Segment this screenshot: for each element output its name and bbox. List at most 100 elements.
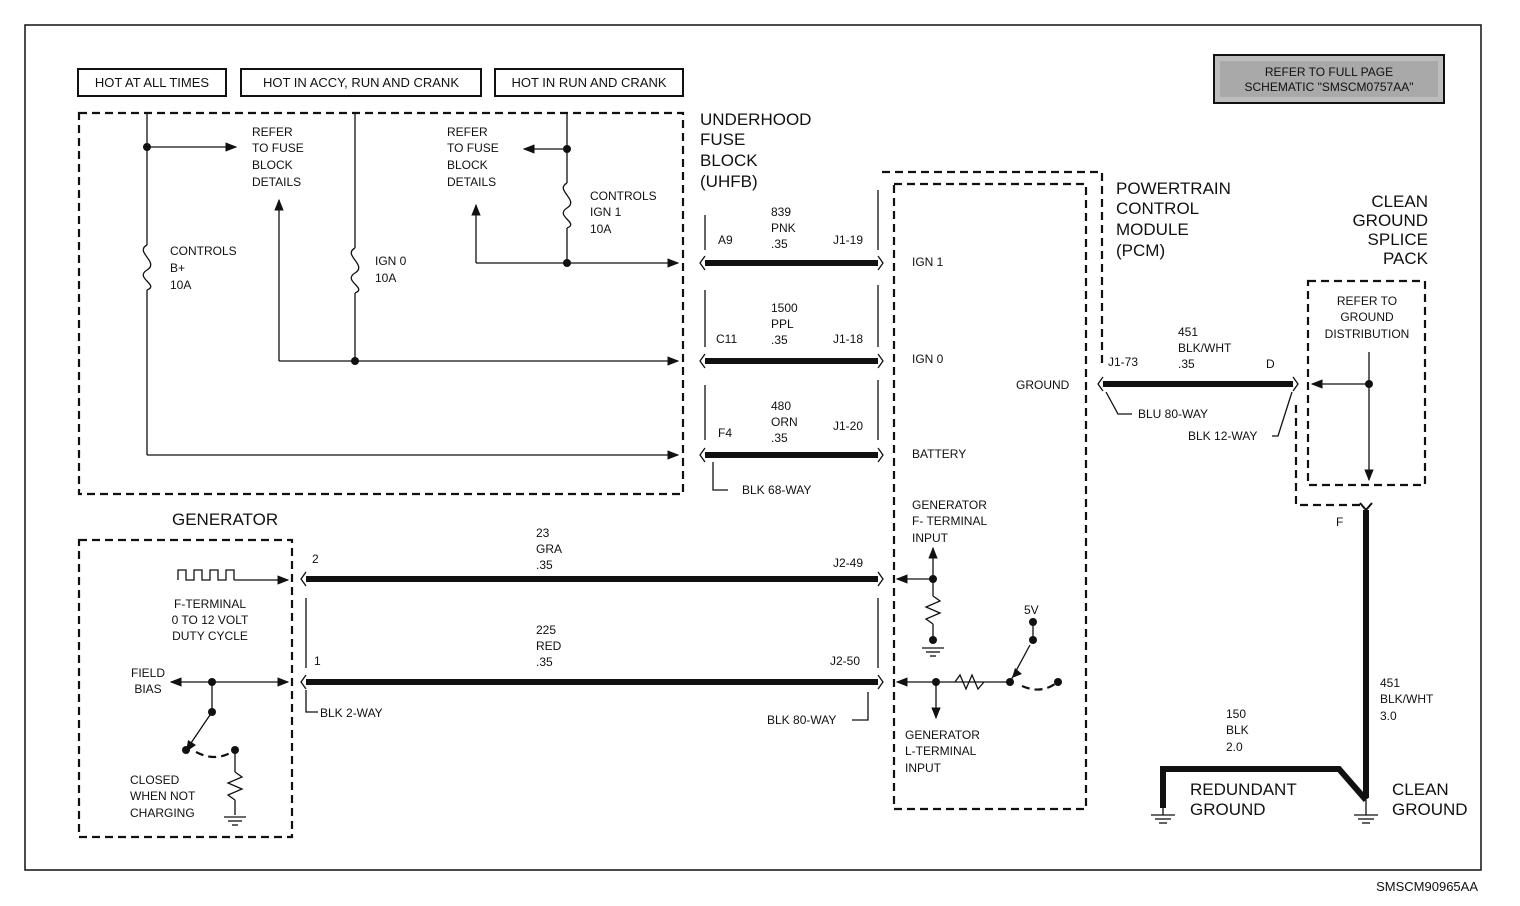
connector-label: BLU 80-WAY [1138, 407, 1208, 421]
wire-label: BLK [1226, 723, 1249, 737]
generator-title: GENERATOR [172, 510, 278, 529]
wire-label: .35 [771, 431, 788, 445]
wire-label: .35 [771, 333, 788, 347]
label: BLOCK [252, 158, 293, 172]
pcm-l-input-circuit: 5V [895, 603, 1062, 720]
wire-label: 3.0 [1380, 709, 1397, 723]
wire-label: 225 [536, 623, 556, 637]
splice-title-line: SPLICE [1368, 230, 1428, 249]
wire-label: 23 [536, 526, 550, 540]
uhfb-title-line: (UHFB) [700, 172, 758, 191]
pin-label: D [1266, 357, 1275, 371]
wire-label: BLK/WHT [1178, 341, 1232, 355]
refer-line-2: SCHEMATIC "SMSCM0757AA" [1244, 80, 1413, 94]
label: DETAILS [447, 175, 496, 189]
pcm-title-line: CONTROL [1116, 199, 1199, 218]
figure-id: SMSCM90965AA [1376, 879, 1478, 894]
duty-cycle-waveform-icon [177, 569, 290, 585]
label: DISTRIBUTION [1325, 327, 1410, 341]
redundant-ground-icon [1151, 808, 1175, 824]
fuse-controls-b-label: CONTROLS B+ 10A [170, 244, 237, 292]
label: REFER [252, 125, 293, 139]
header-hot-at-all-times: HOT AT ALL TIMES [77, 68, 227, 97]
pin-label: J1-20 [833, 419, 863, 433]
outer-frame [24, 24, 1482, 871]
wire-label: PNK [771, 221, 796, 235]
uhfb-title-line: UNDERHOOD [700, 110, 811, 129]
label: CHARGING [130, 806, 195, 820]
wire-label: 451 [1178, 325, 1198, 339]
uhfb-title: UNDERHOOD FUSE BLOCK (UHFB) [700, 110, 811, 191]
label: 0 TO 12 VOLT [172, 613, 249, 627]
pcm-title: POWERTRAIN CONTROL MODULE (PCM) [1116, 179, 1231, 260]
pcm-ground-label: GROUND [1016, 378, 1070, 392]
splice-title-line: CLEAN [1371, 192, 1428, 211]
wire-23: 2 J2-49 23 GRA .35 [300, 526, 884, 587]
wire-label: 839 [771, 205, 791, 219]
label: REFER [447, 125, 488, 139]
pcm-title-line: MODULE [1116, 220, 1189, 239]
generator-field-circuit [169, 677, 290, 826]
pcm-ign0-label: IGN 0 [912, 352, 944, 366]
fuse-ign0-label: IGN 0 10A [375, 254, 407, 285]
wire-451-035: J1-73 D 451 BLK/WHT .35 BLU 80-WAY BLK 1… [1097, 325, 1299, 443]
pin-label: F [1336, 515, 1343, 529]
label: IGN 0 [375, 254, 407, 268]
label: REDUNDANT [1190, 780, 1297, 799]
generator-box [77, 538, 294, 839]
wire-225: 1 J2-50 225 RED .35 [300, 623, 884, 690]
wire-label: 1500 [771, 301, 798, 315]
pin-label: 1 [314, 654, 321, 668]
splice-title-line: PACK [1383, 249, 1429, 268]
pin-label: J1-73 [1108, 355, 1138, 369]
wire-label: ORN [771, 415, 798, 429]
pcm-box [892, 182, 1088, 811]
clean-ground-label: CLEAN GROUND [1392, 780, 1468, 819]
refer-line-1: REFER TO FULL PAGE [1265, 65, 1393, 79]
label: TO FUSE [447, 141, 499, 155]
label: INPUT [912, 531, 949, 545]
pin-label: J2-50 [830, 654, 860, 668]
ground-wires: 451 BLK/WHT 3.0 150 BLK 2.0 [1160, 502, 1434, 808]
refer-fuse-block-2: REFER TO FUSE BLOCK DETAILS [447, 125, 499, 189]
splice-outer-dash [1294, 405, 1360, 507]
label: FIELD [131, 666, 165, 680]
connector-label: BLK 68-WAY [742, 483, 811, 497]
label: GENERATOR [905, 728, 980, 742]
wire-label: 150 [1226, 707, 1246, 721]
label: WHEN NOT [130, 789, 196, 803]
splice-internal [1310, 352, 1374, 482]
uhfb-connector-lines: BLK 68-WAY [704, 190, 879, 497]
header-text: HOT IN ACCY, RUN AND CRANK [263, 75, 459, 90]
pin-label: C11 [716, 332, 737, 346]
wire-label: RED [536, 639, 562, 653]
f-terminal-label: F-TERMINAL 0 TO 12 VOLT DUTY CYCLE [172, 597, 249, 643]
label: GROUND [1190, 800, 1266, 819]
label: 10A [375, 271, 396, 285]
pin-label: J1-19 [833, 233, 863, 247]
label: L-TERMINAL [905, 744, 977, 758]
connector-label: BLK 80-WAY [767, 713, 836, 727]
header-text: HOT IN RUN AND CRANK [511, 75, 666, 90]
wire-label: 2.0 [1226, 740, 1243, 754]
splice-refer-label: REFER TO GROUND DISTRIBUTION [1325, 294, 1410, 341]
label: B+ [170, 261, 185, 275]
wire-label: 480 [771, 399, 791, 413]
label: 10A [170, 278, 191, 292]
fuse-controls-ign1-label: CONTROLS IGN 1 10A [590, 189, 657, 236]
closed-when-not-charging-label: CLOSED WHEN NOT CHARGING [130, 773, 196, 820]
label: GROUND [1340, 310, 1394, 324]
label: F-TERMINAL [174, 597, 246, 611]
connector-label: BLK 12-WAY [1188, 429, 1257, 443]
wire-label: .35 [1178, 357, 1195, 371]
splice-title-line: GROUND [1352, 211, 1428, 230]
uhfb-circuits [142, 113, 680, 460]
pin-label: J2-49 [833, 556, 863, 570]
wire-839: A9 J1-19 839 PNK .35 [699, 205, 884, 271]
splice-pack-box [1306, 279, 1427, 487]
label: DUTY CYCLE [172, 629, 248, 643]
wire-label: BLK/WHT [1380, 692, 1434, 706]
header-text: HOT AT ALL TIMES [95, 75, 209, 90]
label: 10A [590, 222, 611, 236]
uhfb-box [77, 111, 685, 496]
